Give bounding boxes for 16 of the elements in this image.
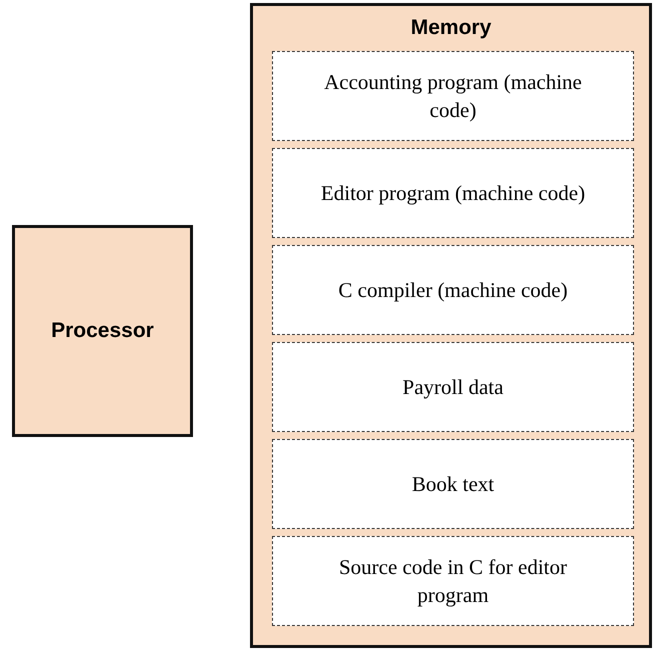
memory-block: [272, 148, 634, 238]
memory-heading: Memory: [410, 16, 492, 40]
block-label: C compiler (machine code): [338, 276, 568, 304]
memory-block: [272, 51, 634, 141]
memory-block: [272, 536, 634, 626]
block-label: Accounting program (machine code): [323, 68, 583, 124]
block-label: Book text: [412, 470, 494, 498]
memory-block: [272, 342, 634, 432]
memory-block: [272, 439, 634, 529]
block-label: Editor program (machine code): [320, 180, 586, 207]
processor-box: [12, 225, 193, 437]
block-label: Source code in C for editor program: [338, 554, 568, 609]
memory-block: [272, 245, 634, 335]
block-label: Payroll data: [402, 374, 504, 401]
memory-box: [250, 3, 652, 648]
processor-label: Processor: [50, 319, 155, 343]
